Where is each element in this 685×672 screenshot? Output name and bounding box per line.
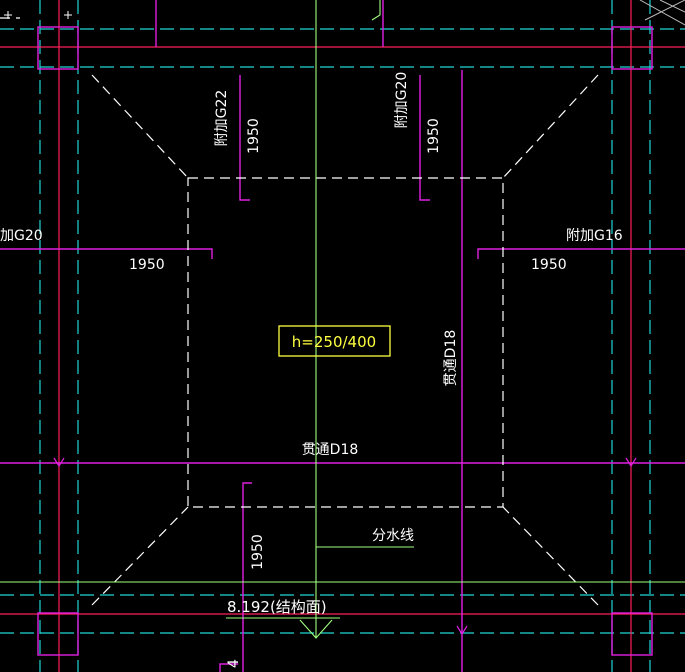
tick-bottom-right bbox=[456, 625, 468, 636]
dim-mid-right: 1950 bbox=[531, 257, 567, 273]
label-water-line: 分水线 bbox=[372, 528, 414, 544]
rebar-add-g20-left bbox=[0, 248, 213, 259]
thickness-label: h=250/400 bbox=[292, 333, 376, 351]
corner-crosses bbox=[4, 11, 72, 19]
column-boxes bbox=[37, 26, 653, 656]
dim-top-left: 1950 bbox=[246, 118, 262, 154]
pit-slope-br bbox=[502, 506, 599, 606]
label-rebar-vertical: 贯通D18 bbox=[443, 330, 459, 387]
label-add-g20-top: 附加G20 bbox=[394, 72, 410, 129]
thickness-box bbox=[278, 325, 391, 357]
dim-mid-left: 1950 bbox=[129, 257, 165, 273]
column-top-right bbox=[611, 26, 653, 70]
pit-slope-tr bbox=[502, 74, 599, 179]
pit-slope-tl bbox=[91, 74, 189, 179]
label-elevation: 8.192(结构面) bbox=[227, 598, 327, 616]
label-rebar-horizontal: 贯通D18 bbox=[302, 442, 359, 458]
label-add-g22: 附加G22 bbox=[214, 90, 230, 147]
dim-bottom: 1950 bbox=[250, 534, 266, 570]
rebar-add-g16 bbox=[477, 248, 685, 259]
rebar-bottom bbox=[242, 482, 252, 672]
column-bottom-right bbox=[611, 612, 653, 656]
tick-right bbox=[625, 457, 637, 468]
rebar-bottom-hook bbox=[219, 663, 238, 672]
axis-lines bbox=[0, 0, 685, 639]
pit-slope-bl bbox=[91, 506, 189, 606]
rebar-add-g20-top bbox=[419, 75, 430, 201]
rebar-add-g22 bbox=[239, 75, 250, 201]
dim-top-right: 1950 bbox=[426, 118, 442, 154]
pit-outline bbox=[0, 17, 599, 606]
hatch-c bbox=[644, 0, 685, 21]
pit-inner-box bbox=[187, 177, 504, 508]
tick-marks bbox=[53, 457, 637, 636]
top-leader-a bbox=[371, 0, 381, 21]
label-add-g16: 附加G16 bbox=[566, 228, 623, 244]
column-bottom-left bbox=[37, 612, 79, 656]
label-cut-digit: 4 bbox=[226, 659, 242, 668]
top-right-hatch bbox=[639, 0, 685, 26]
elevation-marker bbox=[299, 619, 333, 639]
column-top-left bbox=[37, 26, 79, 70]
tick-left bbox=[53, 457, 65, 468]
hatch-a bbox=[639, 0, 685, 26]
label-add-g20-left: 加G20 bbox=[0, 228, 43, 244]
